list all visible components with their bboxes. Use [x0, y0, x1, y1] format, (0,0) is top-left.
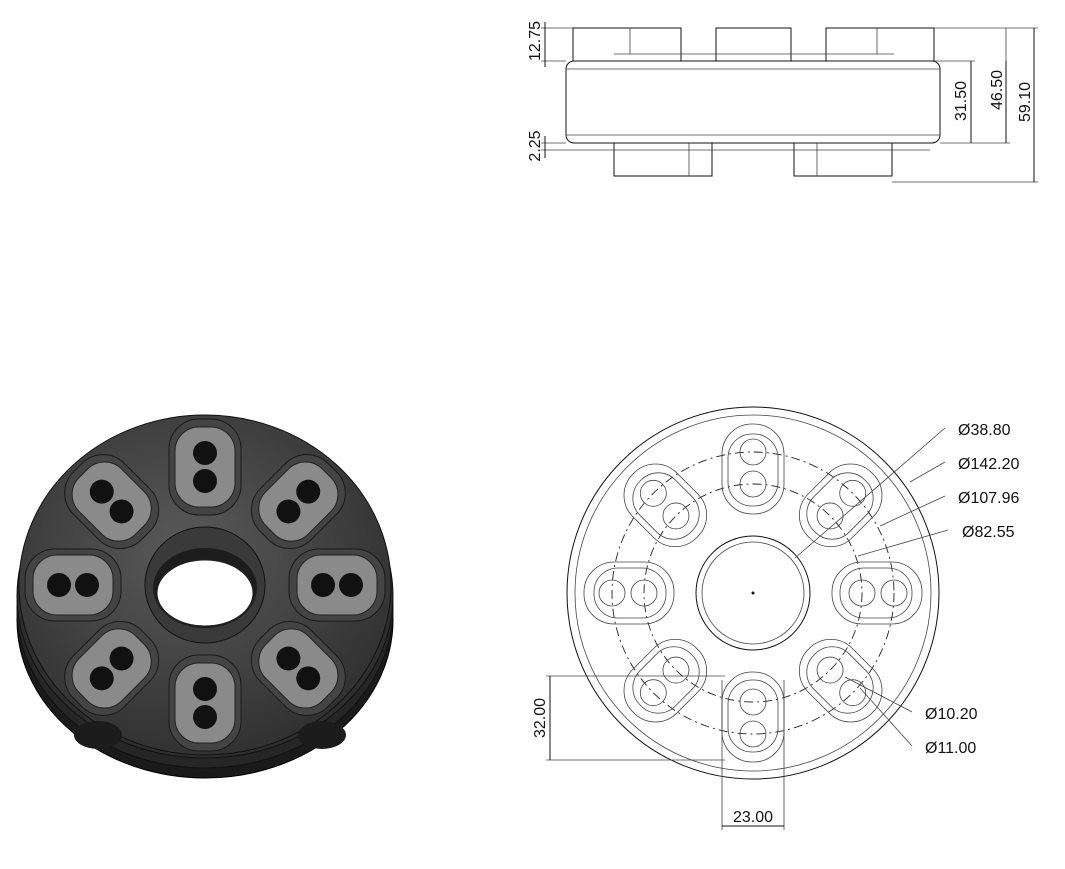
- front-lug-hole: [739, 688, 767, 716]
- front-lug: [721, 671, 785, 763]
- iso-view: [16, 414, 394, 779]
- iso-lug-hole: [193, 469, 217, 493]
- front-lug-hole: [630, 579, 658, 607]
- side-top-flange-1: [572, 27, 682, 62]
- front-lug-hole: [598, 579, 626, 607]
- front-lug-hole: [662, 502, 690, 530]
- front-lug: [623, 463, 708, 548]
- iso-lug-hole: [193, 441, 217, 465]
- front-lug-hole: [839, 479, 867, 507]
- front-lug-hole: [639, 479, 667, 507]
- side-view: 12.75 2.25 31.50 46.50 59.10: [527, 21, 1038, 183]
- front-lug-hole: [662, 656, 690, 684]
- front-lug: [798, 463, 883, 548]
- dim-height-with-flanges: 46.50: [989, 70, 1006, 110]
- side-top-flange-3: [825, 27, 935, 62]
- iso-lug-hole: [89, 479, 114, 504]
- front-outer-circle: [566, 406, 940, 780]
- iso-lug-hole: [276, 499, 301, 524]
- iso-lug-hole: [296, 479, 321, 504]
- iso-lug-hole: [193, 705, 217, 729]
- front-inner-pitch-circle: [643, 483, 863, 703]
- iso-lug: [24, 548, 122, 622]
- front-lug-hole: [739, 438, 767, 466]
- dim-body-height: 31.50: [953, 81, 970, 121]
- dim-hole-large: Ø11.00: [925, 740, 976, 757]
- iso-lug: [64, 620, 160, 716]
- front-center-bore: [695, 535, 811, 651]
- dim-hole-small: Ø10.20: [925, 706, 978, 723]
- iso-lug: [250, 620, 346, 716]
- dim-outer-diameter: Ø142.20: [958, 456, 1019, 473]
- dim-lug-length: 32.00: [532, 698, 549, 738]
- front-lug-hole: [639, 679, 667, 707]
- iso-lug-hole: [193, 677, 217, 701]
- iso-lug: [288, 548, 386, 622]
- dim-outer-pitch: Ø107.96: [958, 490, 1019, 507]
- front-lug-hole: [848, 579, 876, 607]
- side-top-flange-2: [715, 27, 792, 62]
- front-lug: [623, 638, 708, 723]
- dim-center-bore: Ø38.80: [958, 422, 1011, 439]
- iso-lug-hole: [89, 666, 114, 691]
- front-lug-hole: [839, 679, 867, 707]
- side-bottom-flange-1: [613, 142, 713, 177]
- iso-lug-hole: [109, 646, 134, 671]
- front-lug: [831, 561, 923, 625]
- dim-total-height: 59.10: [1017, 82, 1034, 122]
- front-lug-hole: [816, 656, 844, 684]
- front-lug-hole: [739, 720, 767, 748]
- iso-lug-hole: [75, 573, 99, 597]
- iso-center-bore: [156, 559, 254, 627]
- iso-lug-hole: [296, 666, 321, 691]
- front-lug: [798, 638, 883, 723]
- dim-lug-width: 23.00: [733, 809, 773, 826]
- dim-gap: 2.25: [527, 130, 544, 161]
- side-body: [565, 60, 941, 144]
- dim-flange-thickness: 12.75: [527, 21, 544, 61]
- side-bottom-flange-2: [793, 142, 893, 177]
- front-lug-hole: [739, 470, 767, 498]
- iso-lug-hole: [276, 646, 301, 671]
- iso-lug-hole: [311, 573, 335, 597]
- iso-lug: [168, 418, 242, 516]
- dim-inner-pitch: Ø82.55: [962, 524, 1015, 541]
- iso-lug: [64, 454, 160, 550]
- iso-lug: [250, 454, 346, 550]
- front-outer-pitch-circle: [611, 451, 895, 735]
- iso-lug: [168, 654, 242, 752]
- iso-lug-hole: [109, 499, 134, 524]
- iso-lug-hole: [339, 573, 363, 597]
- front-view: Ø38.80 Ø142.20 Ø107.96 Ø82.55 Ø10.20 Ø11…: [532, 406, 1019, 830]
- front-lug-hole: [816, 502, 844, 530]
- front-lug: [721, 423, 785, 515]
- front-lug-hole: [880, 579, 908, 607]
- front-lug: [583, 561, 675, 625]
- iso-lug-hole: [47, 573, 71, 597]
